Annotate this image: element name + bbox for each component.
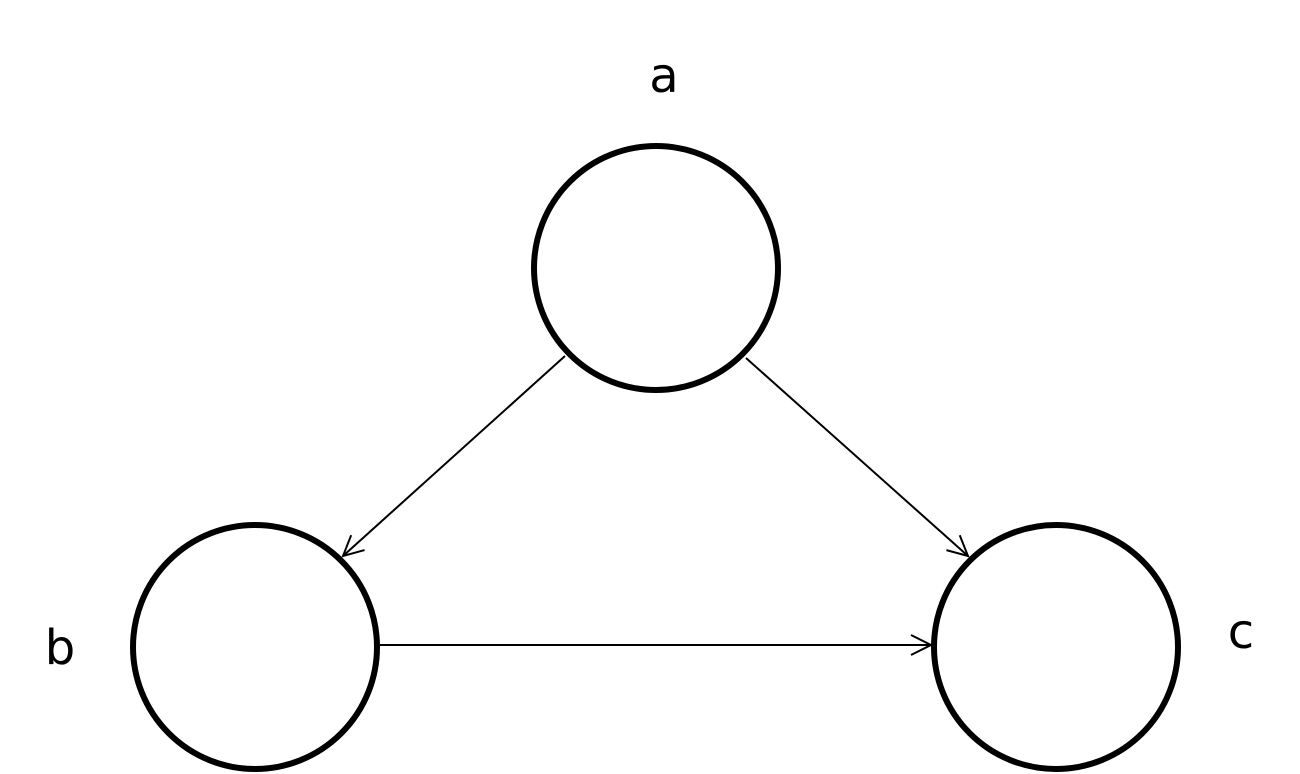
node-b-label: b [45, 620, 75, 676]
nodes-group [130, 143, 1181, 772]
node-c-circle [931, 522, 1181, 772]
node-b-circle [130, 522, 380, 772]
edge-a-to-b [343, 355, 566, 556]
edge-a-to-c [745, 357, 968, 556]
node-a-circle [531, 143, 781, 393]
edges-group [343, 355, 968, 645]
labels-group: a b c [45, 48, 1254, 676]
node-c-label: c [1228, 604, 1254, 660]
node-a-label: a [649, 48, 678, 104]
